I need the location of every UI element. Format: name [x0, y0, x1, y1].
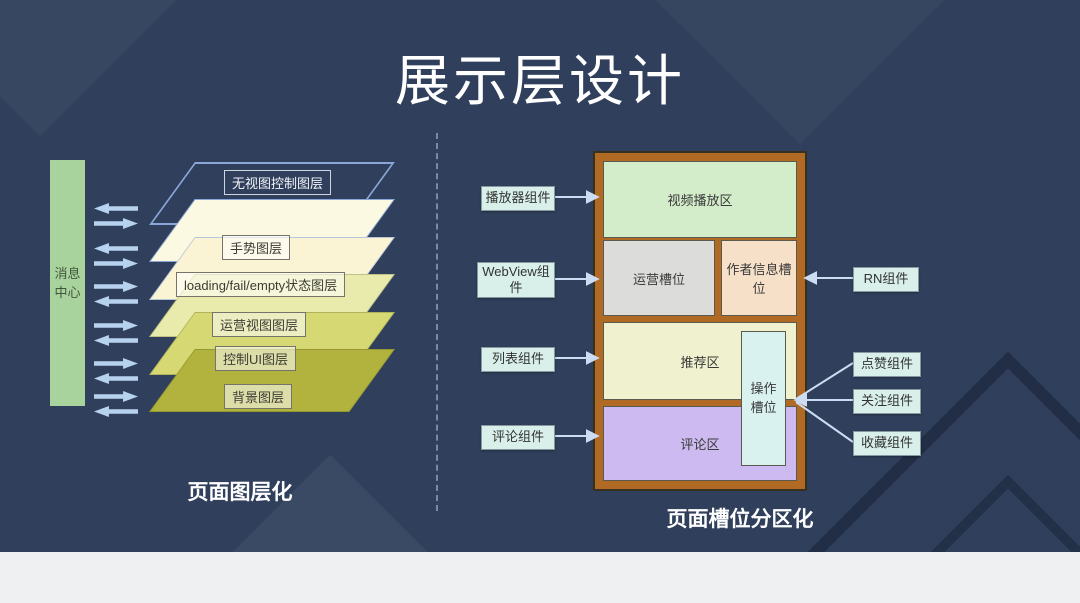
swap-arrows-icon	[94, 391, 138, 417]
right-diagram-caption: 页面槽位分区化	[666, 508, 814, 531]
region-operation-slot: 运营槽位	[603, 240, 715, 316]
swap-arrows-icon	[94, 203, 138, 229]
component-comment: 评论组件	[481, 425, 555, 450]
component-webview: WebView组件	[477, 262, 555, 298]
slide-title: 展示层设计	[394, 50, 685, 112]
layer-label: 手势图层	[222, 235, 291, 260]
component-rn: RN组件	[853, 267, 919, 292]
footer-bar: ArchSummit 全球架构师峰会 th InfoQ ueue	[0, 552, 1080, 603]
message-center-label: 消息中心	[54, 265, 81, 301]
component-favorite: 收藏组件	[853, 431, 921, 456]
region-action-slot: 操作槽位	[741, 331, 786, 466]
component-list: 列表组件	[481, 347, 555, 372]
component-follow: 关注组件	[853, 389, 921, 414]
layer-label: 控制UI图层	[215, 346, 297, 371]
swap-arrows-icon	[94, 243, 138, 269]
layer-label: 运营视图图层	[212, 312, 307, 337]
swap-arrows-icon	[94, 320, 138, 346]
region-author-info-slot: 作者信息槽位	[721, 240, 797, 316]
section-divider	[436, 133, 438, 511]
component-player: 播放器组件	[481, 186, 555, 211]
left-diagram-caption: 页面图层化	[187, 481, 293, 504]
message-center-bar: 消息中心	[50, 160, 85, 406]
layer-label: 无视图控制图层	[224, 170, 332, 195]
page-slot-frame: 视频播放区 运营槽位 作者信息槽位 推荐区 评论区 操作槽位	[593, 151, 807, 491]
layer-label: loading/fail/empty状态图层	[176, 272, 346, 297]
component-like: 点赞组件	[853, 352, 921, 377]
swap-arrows-icon	[94, 281, 138, 307]
region-video-play: 视频播放区	[603, 161, 797, 238]
swap-arrows-icon	[94, 358, 138, 384]
layer-label: 背景图层	[224, 384, 293, 409]
